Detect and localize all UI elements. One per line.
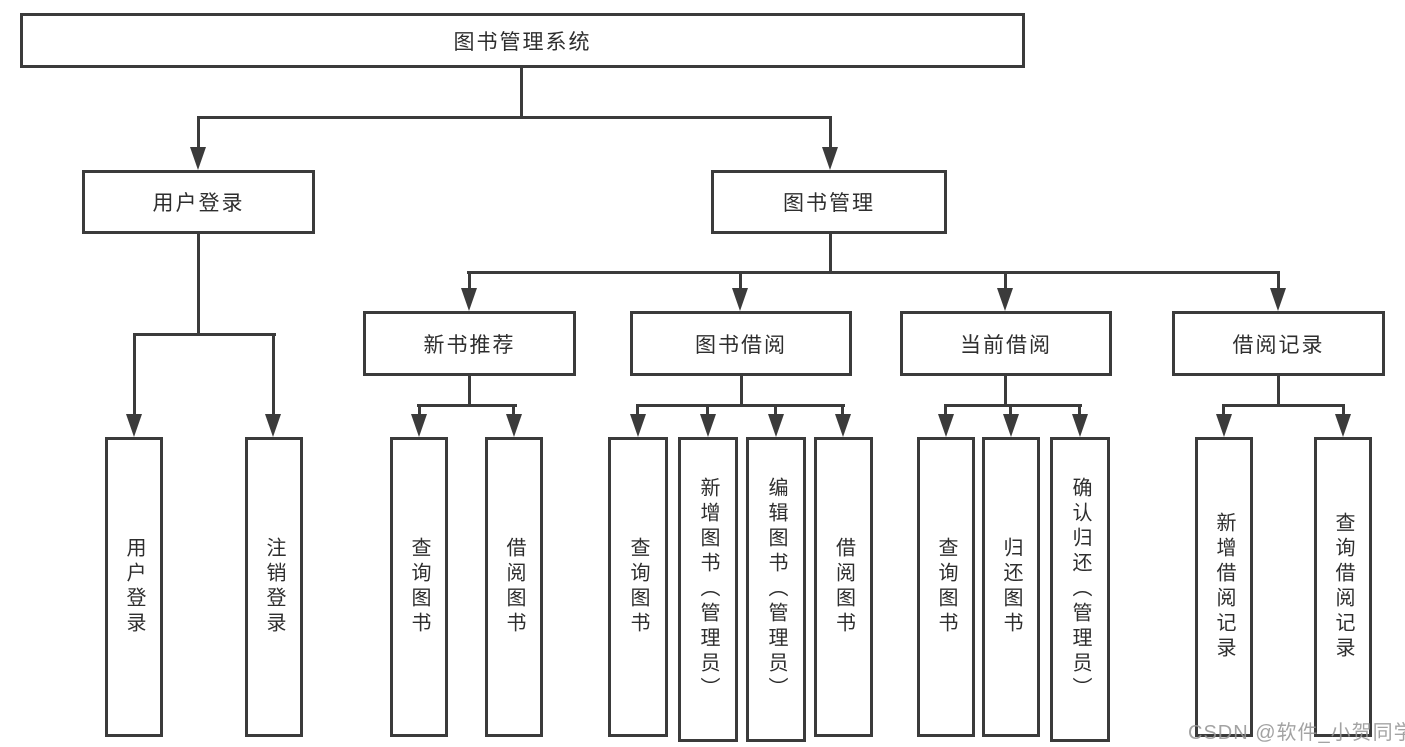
leaf-logout: 注销登录	[245, 437, 303, 737]
leaf-return-books: 归还图书	[982, 437, 1040, 737]
leaf-borrow-books-recommend: 借阅图书	[485, 437, 543, 737]
connector-line	[520, 68, 523, 118]
connector-line	[133, 335, 136, 415]
connector-line	[1222, 406, 1225, 415]
connector-line	[197, 118, 200, 150]
connector-line	[418, 406, 421, 415]
connector-line	[197, 234, 200, 335]
arrow-down-icon	[822, 147, 838, 170]
connector-line	[1004, 376, 1007, 406]
connector-line	[1009, 406, 1012, 415]
node-borrow-records: 借阅记录	[1172, 311, 1385, 376]
connector-line	[636, 406, 639, 415]
leaf-query-books-borrowing: 查询图书	[608, 437, 668, 737]
leaf-borrow-books: 借阅图书	[814, 437, 873, 737]
connector-line	[133, 333, 276, 336]
arrow-down-icon	[506, 414, 522, 437]
connector-line	[739, 273, 742, 290]
node-current-borrowing: 当前借阅	[900, 311, 1112, 376]
connector-line	[197, 116, 832, 119]
connector-line	[829, 118, 832, 150]
connector-line	[417, 404, 517, 407]
leaf-add-book-admin: 新增图书（管理员）	[678, 437, 738, 742]
arrow-down-icon	[190, 147, 206, 170]
arrow-down-icon	[1216, 414, 1232, 437]
arrow-down-icon	[1335, 414, 1351, 437]
connector-line	[740, 376, 743, 406]
arrow-down-icon	[997, 288, 1013, 311]
connector-line	[829, 234, 832, 273]
leaf-user-login: 用户登录	[105, 437, 163, 737]
connector-line	[272, 335, 275, 415]
connector-line	[1078, 406, 1081, 415]
leaf-query-books-current: 查询图书	[917, 437, 975, 737]
leaf-query-books-recommend: 查询图书	[390, 437, 448, 737]
connector-line	[468, 273, 471, 290]
connector-line	[774, 406, 777, 415]
connector-line	[841, 406, 844, 415]
connector-line	[706, 406, 709, 415]
connector-line	[1277, 273, 1280, 290]
connector-line	[636, 404, 845, 407]
node-user-login: 用户登录	[82, 170, 315, 234]
leaf-add-borrow-record: 新增借阅记录	[1195, 437, 1253, 737]
connector-line	[468, 376, 471, 406]
leaf-confirm-return-admin: 确认归还（管理员）	[1050, 437, 1110, 742]
node-book-borrowing: 图书借阅	[630, 311, 852, 376]
arrow-down-icon	[732, 288, 748, 311]
arrow-down-icon	[835, 414, 851, 437]
connector-line	[1342, 406, 1345, 415]
connector-line	[467, 271, 1280, 274]
arrow-down-icon	[1003, 414, 1019, 437]
arrow-down-icon	[938, 414, 954, 437]
connector-line	[944, 406, 947, 415]
arrow-down-icon	[126, 414, 142, 437]
node-library-system: 图书管理系统	[20, 13, 1025, 68]
arrow-down-icon	[411, 414, 427, 437]
connector-line	[1222, 404, 1345, 407]
arrow-down-icon	[1270, 288, 1286, 311]
leaf-query-borrow-record: 查询借阅记录	[1314, 437, 1372, 737]
arrow-down-icon	[700, 414, 716, 437]
arrow-down-icon	[1072, 414, 1088, 437]
arrow-down-icon	[265, 414, 281, 437]
csdn-watermark: CSDN @软件_小贺同学	[1188, 722, 1405, 744]
connector-line	[1004, 273, 1007, 290]
connector-line	[512, 406, 515, 415]
arrow-down-icon	[630, 414, 646, 437]
node-new-book-recommendation: 新书推荐	[363, 311, 576, 376]
arrow-down-icon	[461, 288, 477, 311]
node-book-management: 图书管理	[711, 170, 947, 234]
leaf-edit-book-admin: 编辑图书（管理员）	[746, 437, 806, 742]
connector-line	[1277, 376, 1280, 406]
connector-line	[944, 404, 1082, 407]
arrow-down-icon	[768, 414, 784, 437]
